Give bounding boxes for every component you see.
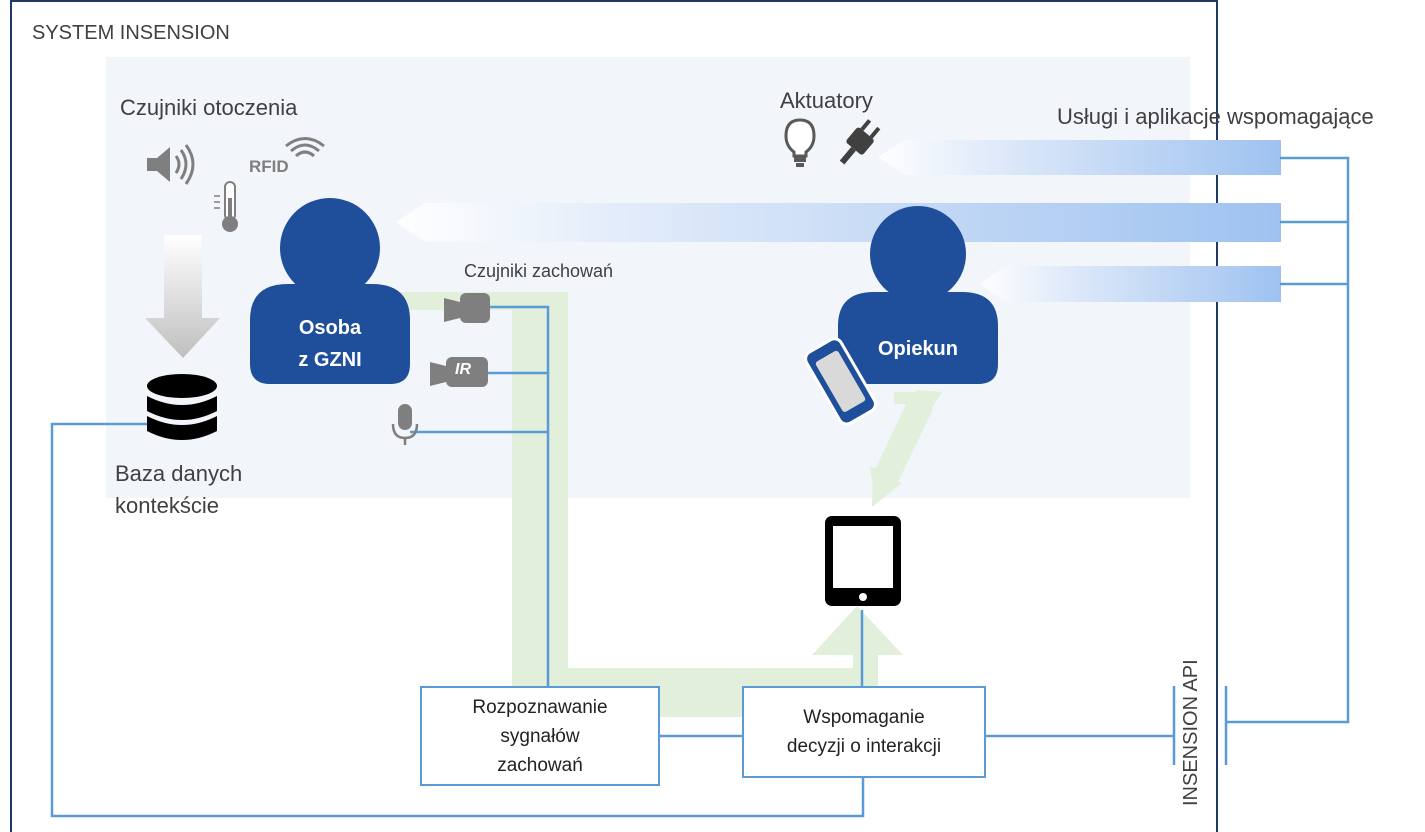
- phone-icon: [804, 337, 877, 426]
- person-figure: [250, 198, 410, 384]
- caregiver-figure: [838, 206, 998, 384]
- recognition-box-line1: Rozpoznawanie: [472, 696, 608, 718]
- person-label: Osoba z GZNI: [270, 312, 390, 376]
- database-label-line1: Baza danych: [115, 461, 243, 486]
- recognition-box-line3: zachowań: [497, 754, 583, 776]
- database-label-line2: kontekście: [115, 493, 219, 518]
- thermometer-icon: [214, 181, 238, 232]
- decision-box-line2: decyzji o interakcji: [786, 736, 942, 757]
- arrow-to-caregiver: [980, 266, 1281, 302]
- recognition-box: Rozpoznawanie sygnałów zachowań: [420, 686, 660, 786]
- arrow-to-actuators: [878, 140, 1281, 175]
- lightbulb-icon: [784, 118, 816, 167]
- decision-box: Wspomaganie decyzji o interakcji: [742, 686, 986, 778]
- ambient-sensors-label: Czujniki otoczenia: [120, 95, 298, 120]
- decision-box-line1: Wspomaganie: [803, 707, 925, 728]
- rfid-waves-icon: [285, 137, 325, 158]
- tablet-icon: [825, 516, 901, 606]
- actuators-label: Aktuatory: [780, 88, 873, 113]
- ir-label: IR: [455, 361, 471, 378]
- video-camera-icon: [444, 293, 490, 323]
- arrow-to-person: [396, 203, 1281, 242]
- behavior-sensors-label: Czujniki zachowań: [464, 261, 614, 281]
- plug-icon: [839, 119, 881, 165]
- speaker-icon: [147, 144, 195, 185]
- connections: [50, 156, 1350, 818]
- ir-camera-icon: [430, 357, 488, 387]
- caregiver-label: Opiekun: [877, 338, 958, 360]
- api-label: INSENSION API: [1180, 659, 1202, 806]
- arrow-to-database: [145, 235, 220, 358]
- database-label: Baza danych kontekście: [115, 458, 242, 522]
- services-label: Usługi i aplikacje wspomagające: [1057, 104, 1374, 129]
- microphone-icon: [391, 404, 419, 445]
- rfid-label: RFID: [249, 157, 289, 176]
- green-double-arrow-2: [872, 390, 942, 507]
- person-label-line2: z GZNI: [298, 349, 362, 371]
- database-icon: [147, 374, 217, 440]
- system-label: SYSTEM INSENSION: [32, 22, 230, 44]
- recognition-box-line2: sygnałów: [500, 725, 580, 747]
- person-label-line1: Osoba: [298, 317, 362, 339]
